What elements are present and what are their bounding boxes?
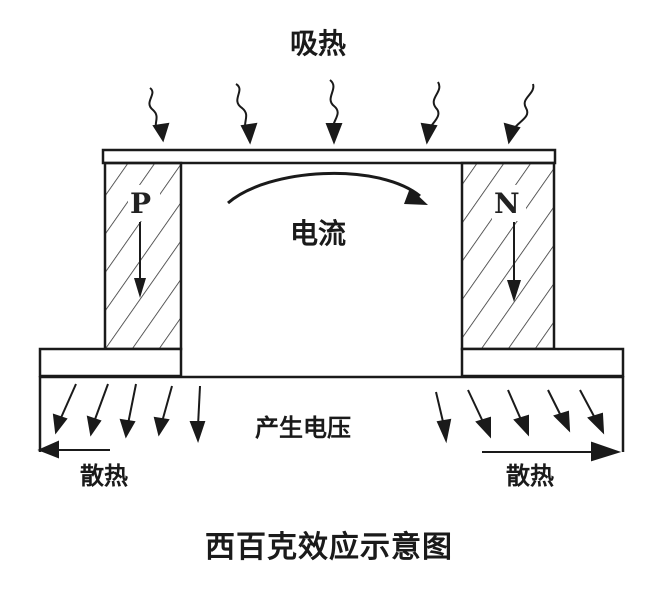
arrowhead-icon bbox=[507, 280, 521, 302]
label-absorb-heat: 吸热 bbox=[290, 27, 347, 60]
label-current: 电流 bbox=[290, 217, 347, 250]
label-dissipate-left: 散热 bbox=[80, 462, 128, 490]
arrowhead-icon bbox=[152, 122, 170, 143]
arrowhead-icon bbox=[503, 122, 521, 145]
wavy-arrow-icon bbox=[511, 83, 535, 133]
arrowhead-icon bbox=[240, 122, 258, 145]
label-p-type: P bbox=[130, 187, 152, 220]
bottom-plates bbox=[38, 347, 625, 452]
diagram-caption: 西百克效应示意图 bbox=[205, 530, 453, 565]
label-voltage: 产生电压 bbox=[255, 414, 351, 442]
current-arc-arrow bbox=[227, 171, 428, 205]
wavy-arrow-icon bbox=[329, 79, 339, 131]
label-n-type: N bbox=[494, 187, 520, 220]
heat-absorb-arrows bbox=[148, 79, 535, 145]
top-plate bbox=[101, 148, 557, 165]
arrowhead-icon bbox=[134, 278, 146, 298]
arrowhead-icon bbox=[404, 188, 428, 205]
heat-dissipate-arrows-left bbox=[37, 383, 206, 459]
arrowhead-icon bbox=[420, 122, 438, 145]
arrowhead-icon bbox=[325, 123, 343, 145]
heat-dissipate-arrows-right bbox=[435, 389, 622, 462]
p-leg bbox=[103, 161, 183, 351]
label-dissipate-right: 散热 bbox=[506, 462, 554, 490]
